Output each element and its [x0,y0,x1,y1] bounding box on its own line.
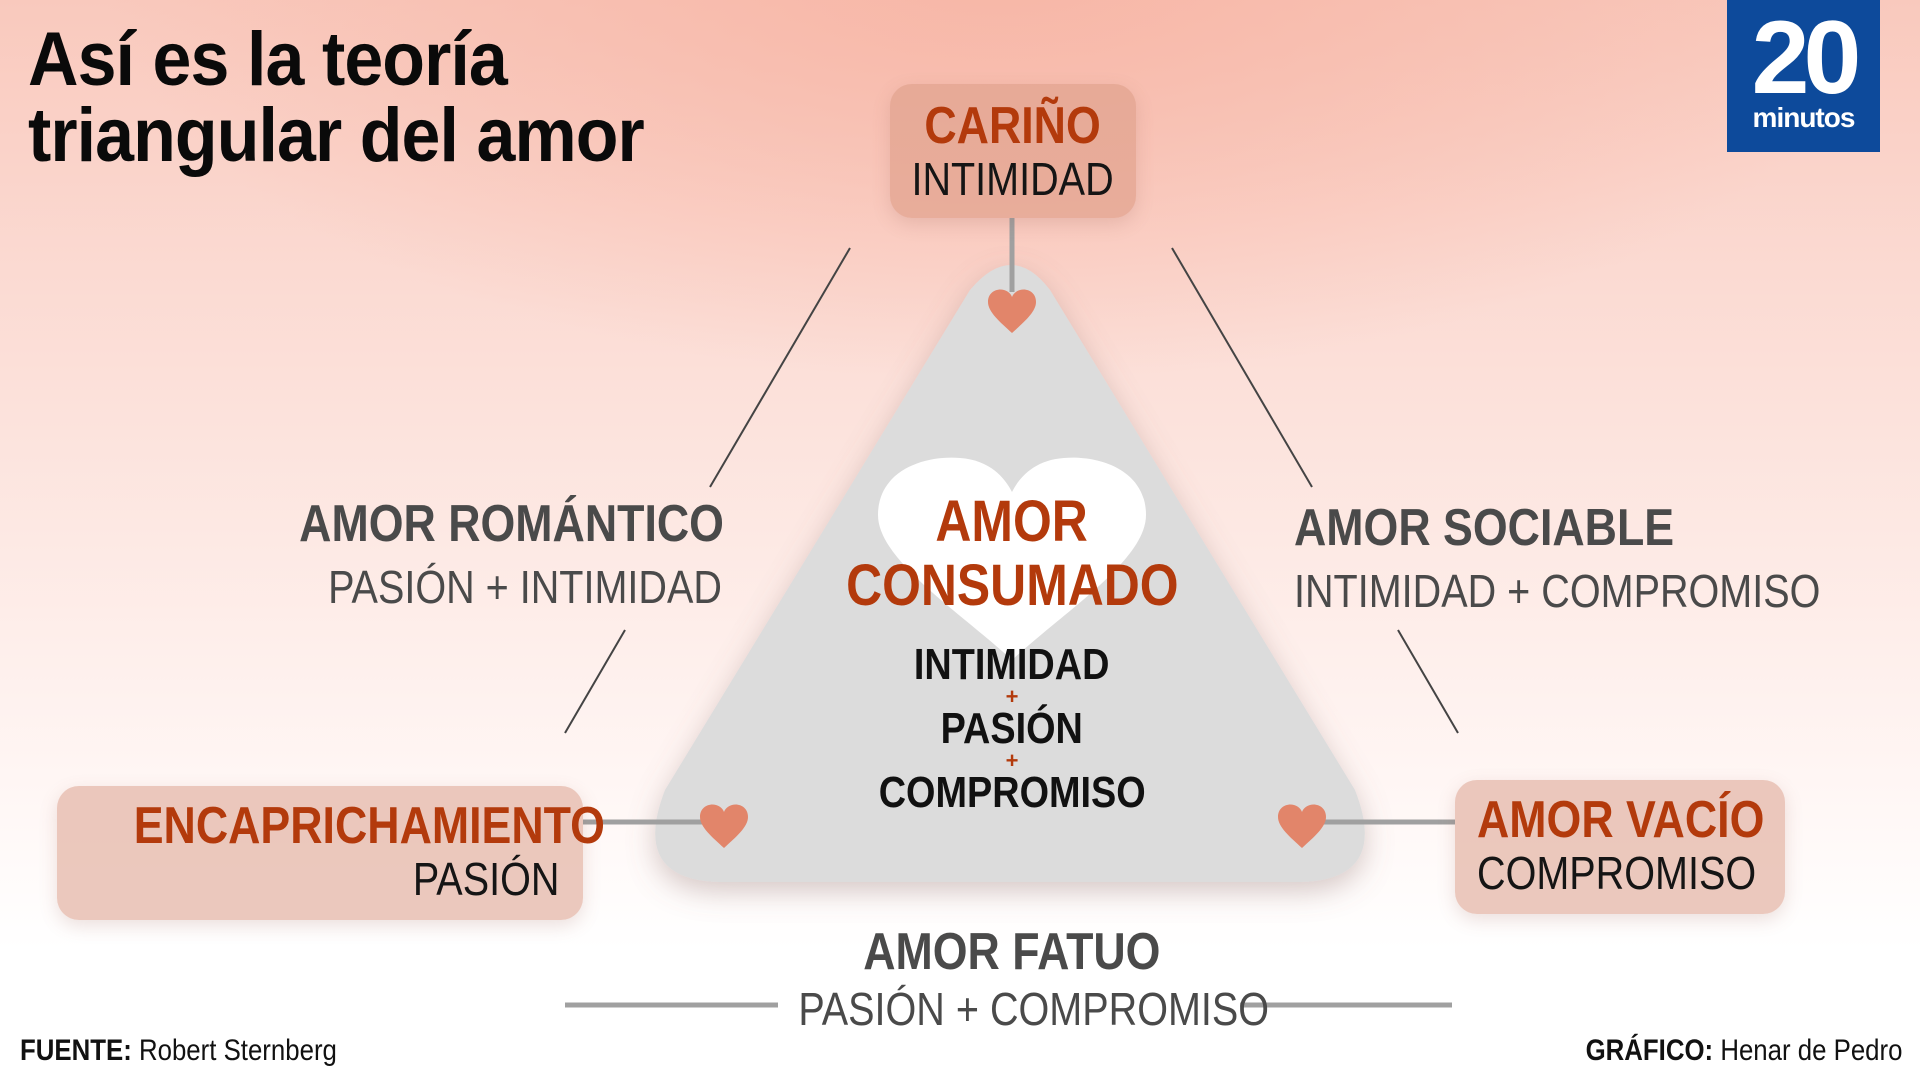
edge-right-components: INTIMIDAD + COMPROMISO [1294,565,1821,617]
title-line-1: Así es la teoría [28,17,508,102]
edge-left-name: AMOR ROMÁNTICO [299,495,724,553]
component-compromiso: COMPROMISO [878,768,1146,817]
heart-icon-left [700,804,748,848]
vertex-right-component: COMPROMISO [1477,847,1757,899]
logo-word: minutos [1752,102,1856,133]
vertex-connectors [565,218,1455,1008]
heart-icon-right [1278,804,1326,848]
center-heart-icon [878,457,1146,660]
center-label: AMOR CONSUMADO [812,490,1212,618]
page-title: Así es la teoría triangular del amor [28,22,727,174]
graphic-label: GRÁFICO: [1585,1034,1713,1067]
vertex-top-name: CARIÑO [924,97,1102,155]
vertex-box-encaprichamiento: ENCAPRICHAMIENTO PASIÓN [57,786,605,920]
vertex-left-component: PASIÓN [412,853,559,905]
graphic-credit: GRÁFICO: Henar de Pedro [1534,1034,1902,1068]
edge-left-components: PASIÓN + INTIMIDAD [328,561,722,613]
20minutos-logo: 20 minutos [1727,0,1880,152]
graphic-value: Henar de Pedro [1719,1034,1902,1067]
vertex-right-name: AMOR VACÍO [1477,791,1765,849]
edge-leader-lines [564,247,1459,734]
center-components: INTIMIDAD + PASIÓN + COMPROMISO [842,642,1182,816]
source-value: Robert Sternberg [138,1034,337,1067]
edge-right-name: AMOR SOCIABLE [1294,499,1675,557]
vertex-box-amor-vacio: AMOR VACÍO COMPROMISO [1455,780,1785,914]
edge-label-amor-sociable: AMOR SOCIABLE INTIMIDAD + COMPROMISO [1294,499,1820,616]
edge-label-amor-romantico: AMOR ROMÁNTICO PASIÓN + INTIMIDAD [230,495,724,613]
vertex-top-component: INTIMIDAD [911,153,1115,205]
edge-bottom-components: PASIÓN + COMPROMISO [798,983,1270,1035]
vertex-left-name: ENCAPRICHAMIENTO [133,797,605,855]
plus-icon: + [1005,748,1019,773]
component-pasion: PASIÓN [940,704,1084,753]
source-credit: FUENTE: Robert Sternberg [20,1034,388,1068]
vertex-box-carino: CARIÑO INTIMIDAD [890,84,1136,218]
component-intimidad: INTIMIDAD [914,640,1110,689]
heart-icon-top [988,289,1036,333]
logo-number: 20 [1751,0,1862,116]
center-title-line-1: AMOR [935,489,1089,554]
title-line-2: triangular del amor [28,93,645,178]
edge-label-amor-fatuo: AMOR FATUO PASIÓN + COMPROMISO [760,923,1269,1034]
edge-bottom-name: AMOR FATUO [863,923,1161,981]
plus-icon: + [1005,684,1019,709]
center-title-line-2: CONSUMADO [845,553,1179,618]
source-label: FUENTE: [20,1034,132,1067]
